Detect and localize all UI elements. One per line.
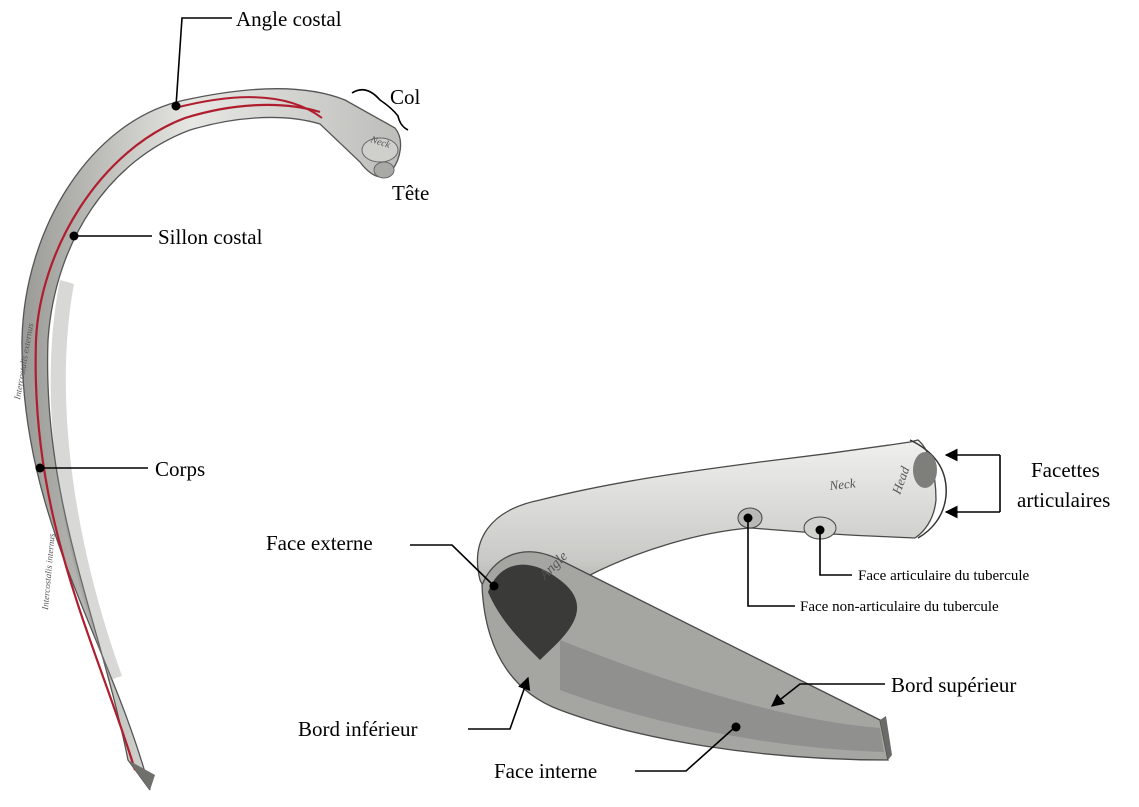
corps-label: Corps <box>155 457 205 481</box>
sillon-costal-label: Sillon costal <box>158 225 263 249</box>
left-rib-labels: Angle costal Col Tête Sillon costal Corp… <box>36 7 430 481</box>
corps-dot <box>36 464 45 473</box>
facettes-label-line2: articulaires <box>1017 488 1110 512</box>
angle-costal-dot <box>172 102 181 111</box>
angle-costal-label: Angle costal <box>236 7 342 31</box>
right-neck-engraving: Neck <box>828 475 857 493</box>
left-rib-shaft <box>22 89 401 790</box>
face-articulaire-label: Face articulaire du tubercule <box>858 568 1030 584</box>
face-externe-dot <box>490 582 499 591</box>
face-interne-label: Face interne <box>494 759 597 783</box>
col-label: Col <box>390 85 421 109</box>
face-non-articulaire-label: Face non-articulaire du tubercule <box>800 599 999 615</box>
bord-superieur-label: Bord supérieur <box>891 673 1016 697</box>
face-non-articulaire-dot <box>744 514 753 523</box>
sillon-costal-dot <box>70 232 79 241</box>
intercostalis-internus-engraving: Intercostalis internus <box>40 533 57 611</box>
bord-inferieur-leader <box>468 678 528 729</box>
bord-inferieur-label: Bord inférieur <box>298 717 418 741</box>
left-rib-illustration: Neck Intercostalis externus Intercostali… <box>12 89 401 790</box>
face-articulaire-dot <box>816 526 825 535</box>
tete-label: Tête <box>392 181 429 205</box>
face-externe-label: Face externe <box>266 531 373 555</box>
face-interne-dot <box>732 723 741 732</box>
facettes-label-line1: Facettes <box>1031 458 1100 482</box>
